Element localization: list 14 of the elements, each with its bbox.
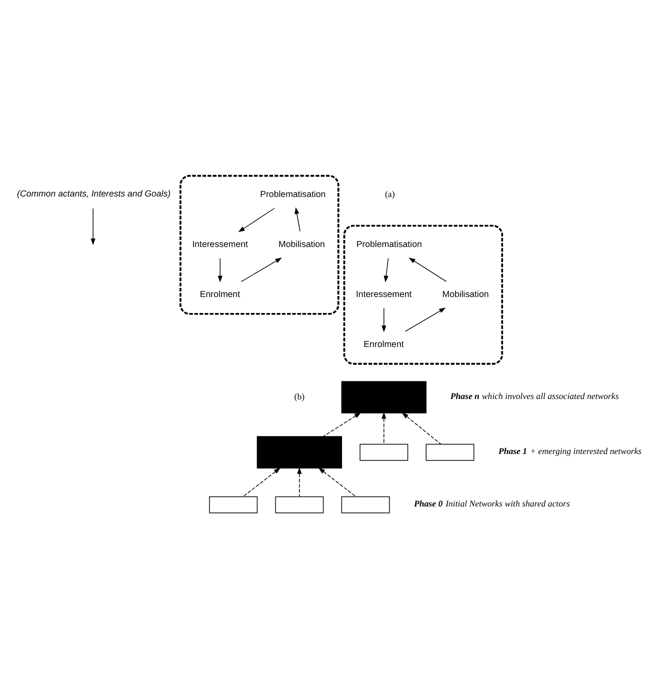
- node-text: Interessement: [192, 238, 248, 249]
- label: Phase 1 + emerging interested networks: [498, 445, 642, 456]
- node-text: Mobilisation: [278, 238, 325, 249]
- node-text: (Common actants, Interests and Goals): [17, 188, 171, 198]
- node-text: Enrolment: [200, 288, 240, 299]
- node-text: Interessement: [356, 288, 412, 299]
- node-text: Problematisation: [356, 238, 422, 249]
- label: (b): [294, 391, 305, 402]
- label: (a): [385, 188, 395, 199]
- node-text: Mobilisation: [442, 288, 489, 299]
- node-text: Problematisation: [260, 188, 326, 199]
- label: Phase n which involves all associated networks: [450, 390, 619, 400]
- label: Phase 0 Initial Networks with shared actors: [414, 498, 570, 508]
- node-text: Enrolment: [364, 338, 404, 349]
